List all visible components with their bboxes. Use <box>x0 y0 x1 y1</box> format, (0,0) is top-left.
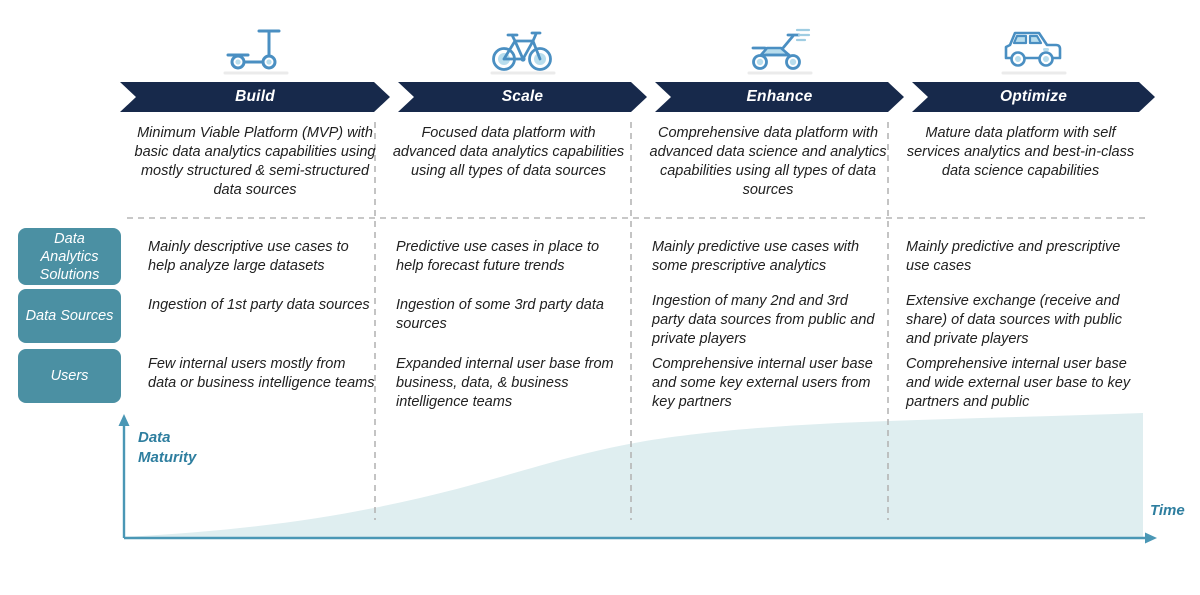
row-label-data-sources: Data Sources <box>18 289 121 343</box>
stage-label-build: Build <box>235 88 275 105</box>
cell-scale-analytics: Predictive use cases in place to help fo… <box>396 239 600 274</box>
stage-description-build: Minimum Viable Platform (MVP) with basic… <box>134 125 376 198</box>
stage-description-optimize: Mature data platform with self services … <box>906 125 1135 179</box>
cell-scale-users: Expanded internal user base from busines… <box>396 356 614 410</box>
cell-enhance-sources: Ingestion of many 2nd and 3rd party data… <box>652 293 875 347</box>
car-icon <box>1001 22 1065 74</box>
stage-description-scale: Focused data platform with advanced data… <box>392 125 625 179</box>
y-axis-arrowhead <box>118 414 130 426</box>
chevron-scale <box>398 82 647 112</box>
scooter-icon <box>223 22 287 74</box>
cell-build-analytics: Mainly descriptive use cases to help ana… <box>148 239 349 274</box>
maturity-area <box>124 413 1143 537</box>
stage-arrow-banner <box>120 82 1155 112</box>
x-axis-arrowhead <box>1145 532 1157 544</box>
x-axis-label: Time <box>1150 502 1185 519</box>
stage-label-optimize: Optimize <box>999 88 1068 105</box>
row-label-data-analytics-solutions: Data Analytics Solutions <box>18 228 121 285</box>
stage-label-scale: Scale <box>501 88 544 105</box>
row-label-users: Users <box>18 349 121 403</box>
stage-description-enhance: Comprehensive data platform with advance… <box>649 125 887 198</box>
motorcycle-icon <box>747 22 811 74</box>
chevron-build <box>120 82 390 112</box>
cell-optimize-users: Comprehensive internal user base and wid… <box>906 356 1131 410</box>
cell-optimize-analytics: Mainly predictive and prescriptive use c… <box>906 239 1121 274</box>
cell-optimize-sources: Extensive exchange (receive and share) o… <box>906 293 1122 347</box>
cell-build-users: Few internal users mostly from data or b… <box>148 356 375 391</box>
cell-build-sources: Ingestion of 1st party data sources <box>148 297 370 313</box>
y-axis-label: Data Maturity <box>138 429 197 466</box>
bicycle-icon <box>490 22 554 74</box>
cell-scale-sources: Ingestion of some 3rd party data sources <box>396 297 604 332</box>
cell-enhance-analytics: Mainly predictive use cases with some pr… <box>652 239 860 274</box>
chevron-enhance <box>655 82 904 112</box>
maturity-axes <box>122 424 1146 540</box>
cell-enhance-users: Comprehensive internal user base and som… <box>652 356 873 410</box>
stage-label-enhance: Enhance <box>746 88 813 105</box>
chevron-optimize <box>912 82 1155 112</box>
dashed-separators <box>127 122 1148 520</box>
